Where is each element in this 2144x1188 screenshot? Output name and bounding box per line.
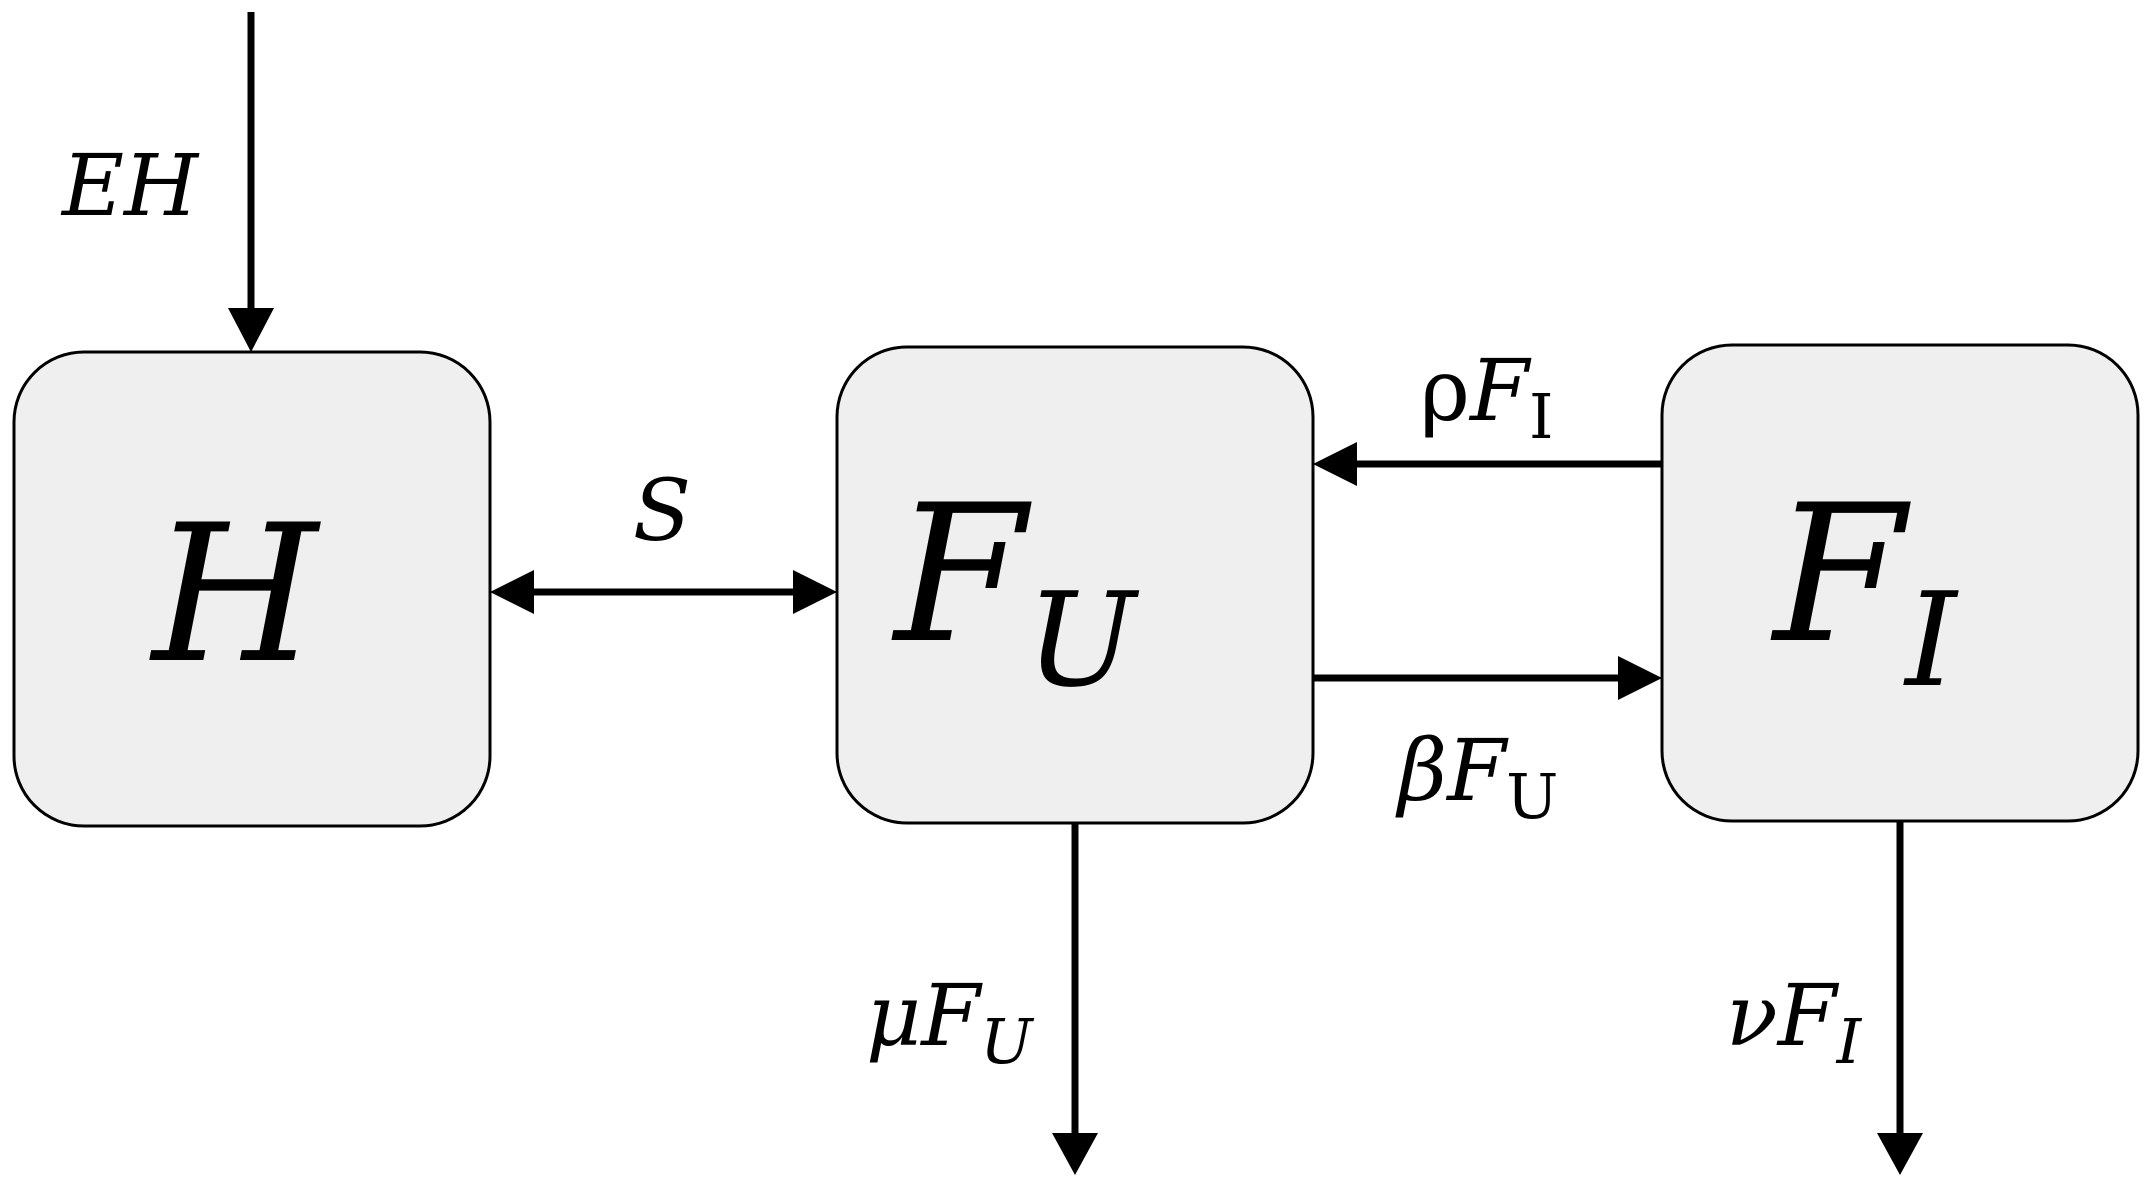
arrowhead-eh [228,308,274,352]
arrowhead-beta-fu [1618,656,1662,700]
node-fu-label: FU [891,464,1140,716]
box-h [12,350,492,828]
edge-mu-fu-label: μFU [866,967,1034,1078]
arrowhead-rho-fi [1313,442,1357,486]
edge-beta-fu-label: βFU [1395,722,1558,833]
edge-s-label: S [633,462,691,561]
edge-nu-fi-label: νFI [1726,967,1863,1078]
arrowhead-s-right [793,570,837,614]
arrowhead-nu-fi [1877,1133,1923,1175]
arrowhead-s-left [490,570,534,614]
node-fi-label: FI [1770,464,1959,716]
arrowhead-mu-fu [1052,1133,1098,1175]
edge-eh-label: EH [60,137,200,236]
node-h-label: H [149,484,321,705]
edge-rho-fi-label: ρFI [1420,342,1553,453]
